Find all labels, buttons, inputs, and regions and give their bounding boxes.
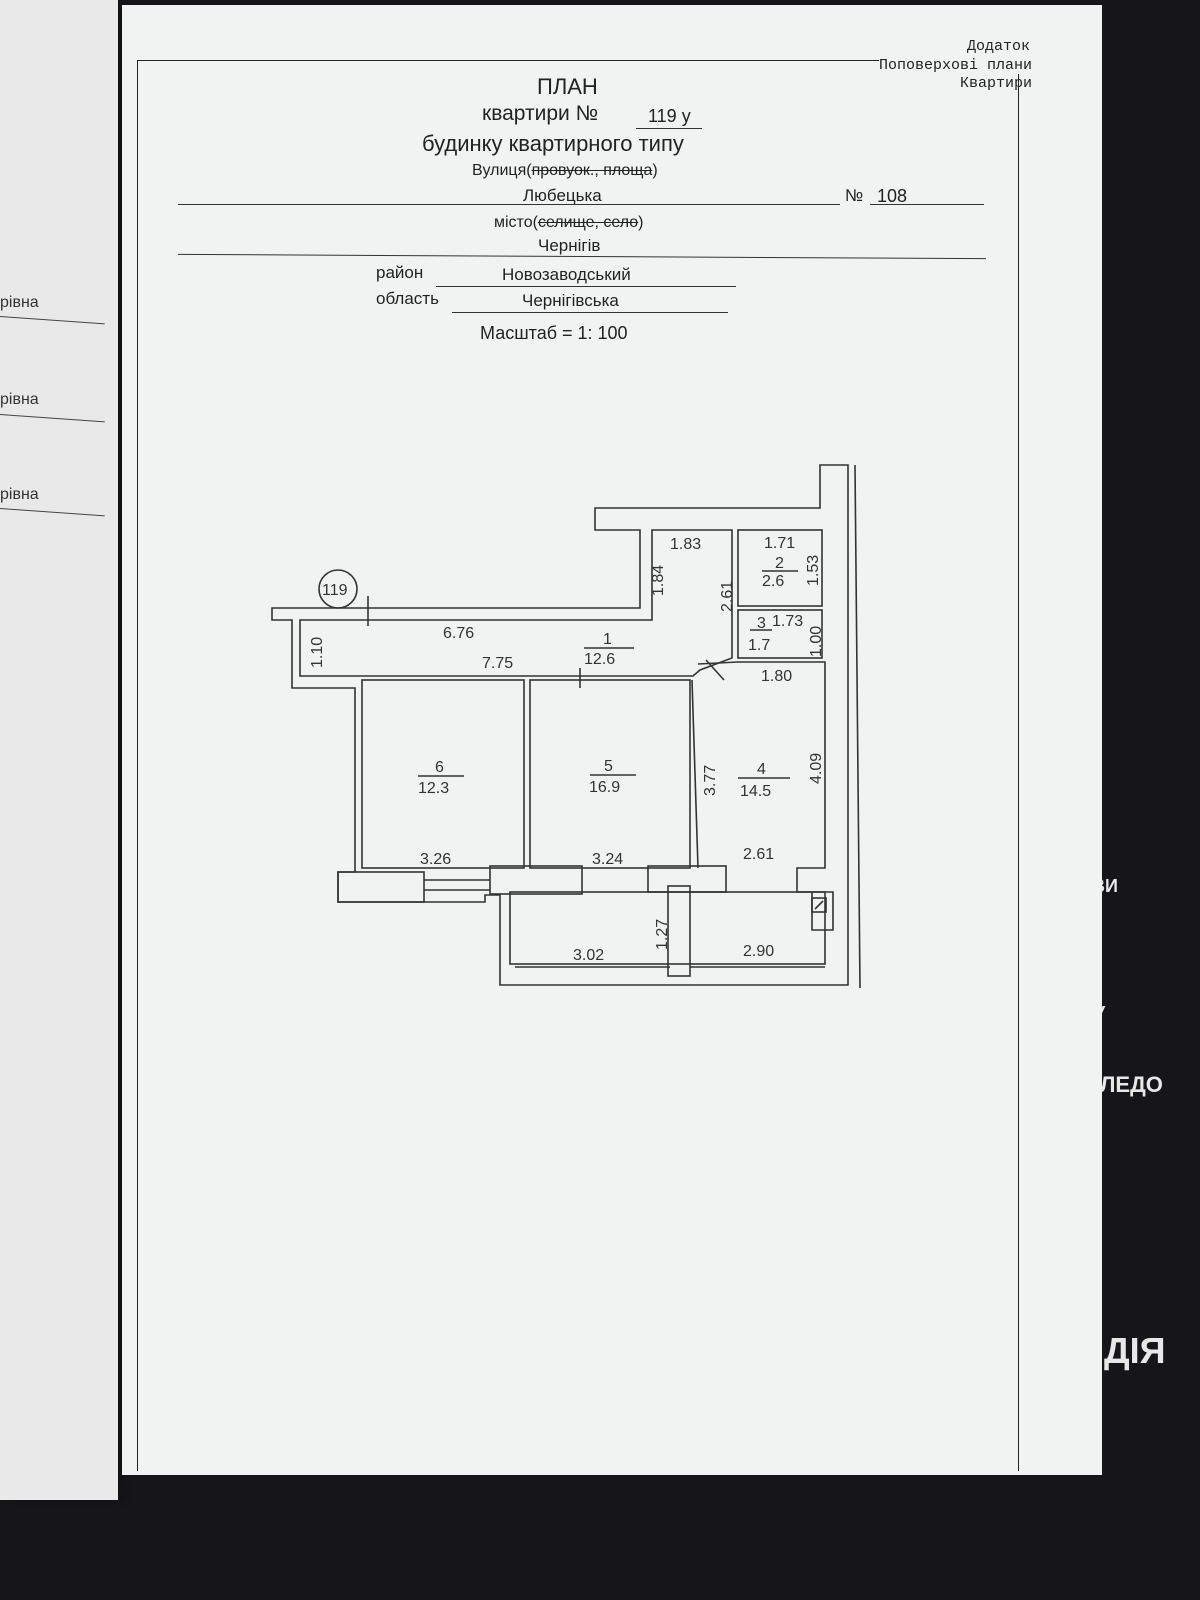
room-3-area: 1.7 — [748, 637, 770, 654]
room-2-outline — [737, 529, 823, 607]
street-label-end: ) — [652, 162, 658, 179]
dimension: 2.61 — [743, 846, 774, 863]
wall-block — [489, 865, 583, 895]
room-1-area: 12.6 — [584, 651, 615, 668]
appendix-line: Додаток — [966, 38, 1030, 55]
dimension: 1.84 — [650, 565, 667, 596]
dimension: 7.75 — [482, 655, 513, 672]
region-label: область — [376, 289, 439, 308]
vent-icon — [811, 897, 827, 913]
dimension: 1.71 — [764, 535, 795, 552]
appendix-line: Квартири — [959, 75, 1032, 92]
mat-text: ДІЯ — [1104, 1330, 1166, 1371]
outer-wall — [271, 464, 849, 986]
room-1-outline — [299, 529, 733, 677]
left-page-label: рівна — [0, 486, 39, 503]
page-frame — [137, 60, 1019, 1471]
room-1-number: 1 — [603, 631, 612, 648]
house-label: № — [845, 186, 864, 205]
district-value: Новозаводський — [502, 265, 631, 284]
room-6-outline — [361, 679, 525, 869]
dimension: 1.27 — [654, 919, 671, 950]
district-label: район — [376, 263, 424, 282]
room-4-outline — [697, 661, 834, 931]
document-page — [122, 5, 1102, 1475]
dimension: 3.77 — [702, 765, 719, 796]
apartment-label: квартири № — [482, 102, 599, 125]
dimension: 6.76 — [443, 625, 474, 642]
dimension: 3.24 — [592, 851, 623, 868]
room-6-area: 12.3 — [418, 780, 449, 797]
dimension: 3.02 — [573, 947, 604, 964]
scale: Масштаб = 1: 100 — [480, 323, 628, 343]
wall-block — [647, 865, 727, 893]
room-5-area: 16.9 — [589, 779, 620, 796]
room-3-outline — [737, 609, 823, 659]
door-marker — [705, 659, 725, 681]
left-page-label: рівна — [0, 391, 39, 408]
underline — [452, 312, 728, 313]
building-type: будинку квартирного типу — [422, 131, 684, 156]
street-label-text: Вулиця( — [472, 162, 532, 179]
city-value: Чернігів — [538, 236, 601, 255]
wall — [691, 679, 699, 869]
city-label: місто(селище, село) — [494, 214, 643, 232]
dimension: 4.09 — [808, 753, 825, 784]
room-5-number: 5 — [604, 758, 613, 775]
vent-icon-line — [814, 900, 824, 910]
left-page-label: рівна — [0, 294, 39, 311]
outer-wall-line — [854, 464, 861, 989]
underline — [636, 128, 702, 129]
dimension: 3.26 — [420, 851, 451, 868]
room-5-outline — [529, 679, 691, 869]
room-2-number: 2 — [775, 555, 784, 572]
room-6-number: 6 — [435, 759, 444, 776]
room-3-number: 3 — [757, 615, 766, 632]
wall-block — [667, 885, 691, 977]
dimension: 1.10 — [309, 637, 326, 668]
apartment-marker-circle — [318, 569, 358, 609]
room-4-number: 4 — [757, 761, 766, 778]
dimension: 1.00 — [808, 626, 825, 657]
mat-text: ЛЕДО — [1100, 1072, 1163, 1097]
region-value: Чернігівська — [522, 291, 619, 310]
walls — [271, 464, 861, 989]
apartment-number: 119 у — [648, 106, 691, 126]
room-4-area: 14.5 — [740, 783, 771, 800]
house-number: 108 — [877, 186, 908, 206]
underline — [436, 286, 736, 287]
street-label: Вулиця(провуок., площа) — [472, 162, 658, 180]
struck-text: провуок., площа — [531, 162, 653, 179]
struck-text: селище, село — [537, 214, 639, 231]
dimension: 1.53 — [805, 555, 822, 586]
underline — [178, 204, 840, 205]
balcony-outline — [509, 891, 826, 965]
street-value: Любецька — [523, 186, 602, 205]
underline — [870, 204, 984, 205]
city-label-text: місто( — [494, 214, 538, 231]
appendix-line: Поповерхові плани — [878, 57, 1032, 74]
wall-block — [337, 871, 425, 903]
room-2-area: 2.6 — [762, 573, 784, 590]
dimension: 1.80 — [761, 668, 792, 685]
left-page: рівна рівна рівна — [0, 0, 118, 1500]
dimension: 1.73 — [772, 613, 803, 630]
dimension: 2.61 — [719, 581, 736, 612]
dimension: 1.83 — [670, 536, 701, 553]
dimension: 2.90 — [743, 943, 774, 960]
city-label-end: ) — [638, 214, 644, 231]
document-title: ПЛАН — [537, 74, 598, 99]
apartment-marker: 119 — [322, 582, 348, 599]
